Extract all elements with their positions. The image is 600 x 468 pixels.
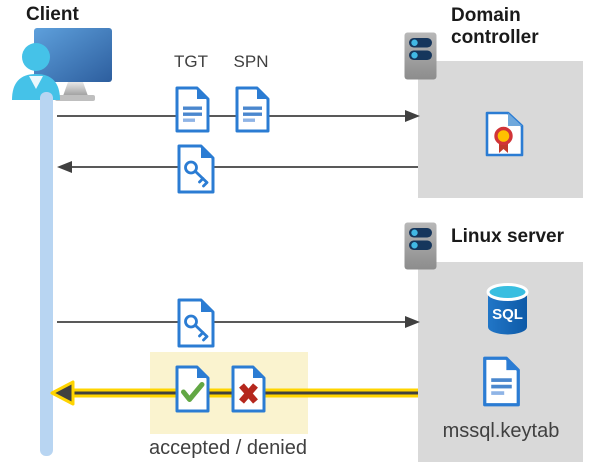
denied-x-document-icon [231,365,266,413]
keytab-document-icon [483,356,520,407]
client-label: Client [26,4,79,25]
accepted-check-document-icon [175,365,210,413]
ticket-key-document-icon-2 [177,298,215,348]
sql-label: SQL [492,306,523,323]
spn-document-icon [235,86,270,133]
linux-server-label: Linux server [451,226,564,247]
certificate-document-icon [485,111,524,157]
domain-controller-label: Domain controller [451,5,539,48]
keytab-label: mssql.keytab [442,420,560,442]
sql-database-icon: SQL [486,283,529,335]
ticket-key-document-icon [177,144,215,194]
tgt-document-icon [175,86,210,133]
arrow-client-to-dc [57,110,420,122]
result-label: accepted / denied [149,437,307,459]
arrow-dc-to-client [57,161,418,173]
arrow-client-to-linux [57,316,420,328]
tgt-label: TGT [174,52,208,71]
client-lifeline [40,92,53,456]
spn-label: SPN [233,52,269,71]
